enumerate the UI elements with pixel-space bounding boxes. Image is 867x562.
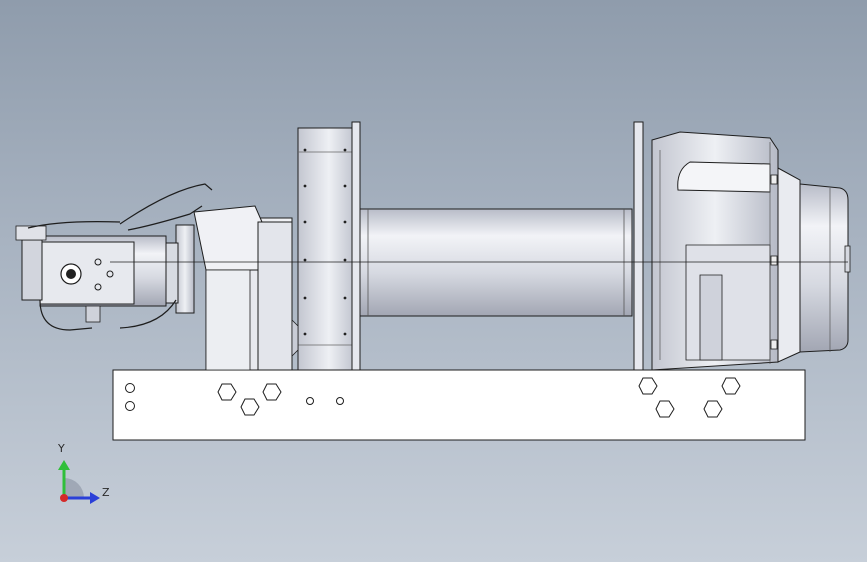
left-drum-flange (297, 121, 361, 371)
x-axis-point (60, 494, 68, 502)
coupling-flange (161, 224, 195, 314)
base-plate (112, 369, 806, 441)
y-axis-arrowhead (58, 460, 70, 470)
gearbox-housing (651, 131, 779, 371)
hydraulic-hose (27, 183, 213, 331)
coordinate-triad (58, 460, 100, 504)
drum-barrel (359, 208, 633, 317)
z-axis-arrowhead (90, 492, 100, 504)
z-axis-label: Z (102, 486, 110, 499)
triad-quadrant (64, 478, 84, 498)
right-drum-flange (633, 121, 644, 371)
hydraulic-pump (15, 225, 167, 323)
y-axis-label: Y (58, 442, 65, 455)
hex-bolt (217, 377, 741, 418)
hydraulic-motor-end-cap (777, 167, 851, 363)
left-support-frame (193, 205, 299, 371)
mounting-hole (125, 383, 344, 411)
